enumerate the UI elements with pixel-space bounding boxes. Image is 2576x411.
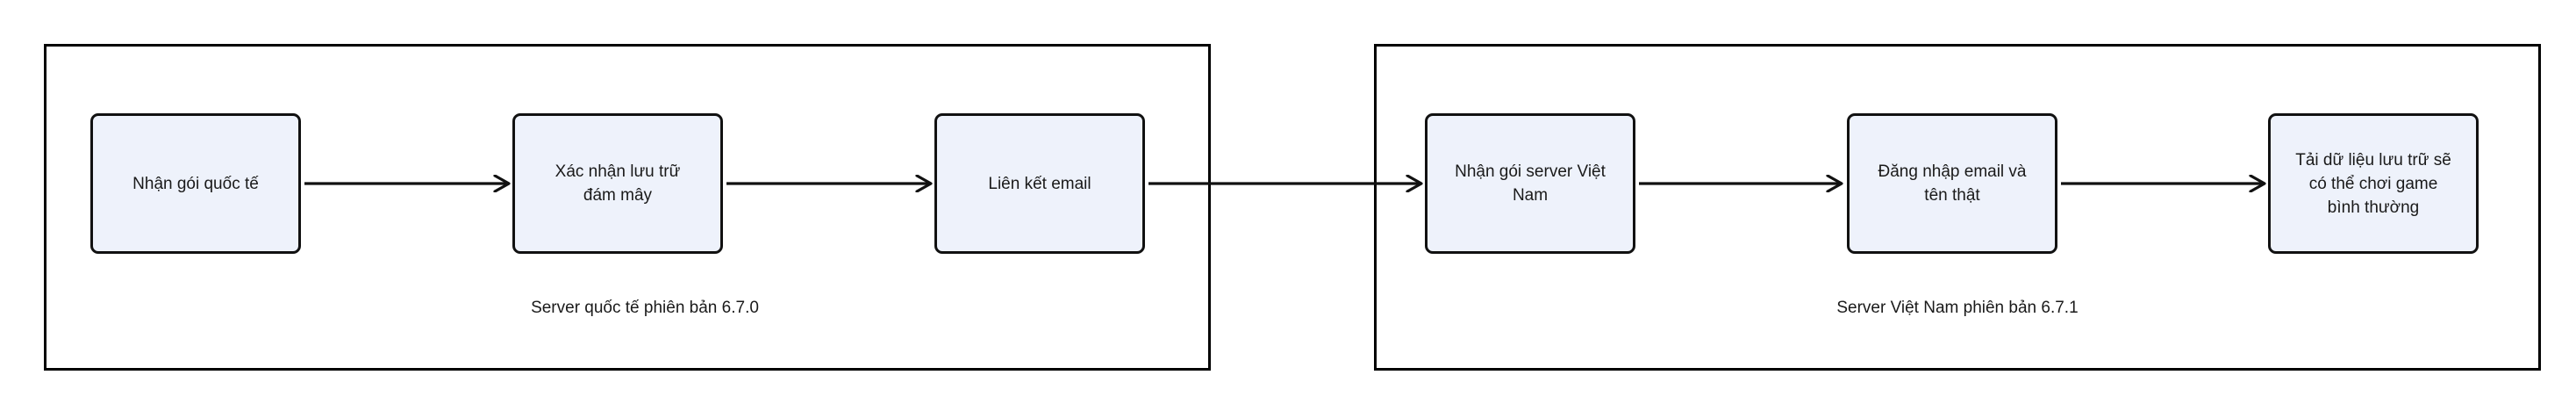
node-confirm-cloud-storage[interactable]: Xác nhận lưu trữ đám mây — [512, 113, 723, 254]
node-label: Tải dữ liệu lưu trữ sẽ có thể chơi game … — [2295, 150, 2451, 217]
node-label: Nhận gói quốc tế — [132, 174, 259, 193]
node-link-email[interactable]: Liên kết email — [934, 113, 1145, 254]
node-receive-international-package[interactable]: Nhận gói quốc tế — [90, 113, 301, 254]
group-label-vietnam: Server Việt Nam phiên bản 6.7.1 — [1836, 299, 2079, 317]
group-label-international: Server quốc tế phiên bản 6.7.0 — [531, 299, 759, 317]
node-label: Xác nhận lưu trữ đám mây — [555, 162, 681, 205]
node-label: Nhận gói server Việt Nam — [1455, 162, 1606, 205]
node-login-email-realname[interactable]: Đăng nhập email và tên thật — [1847, 113, 2057, 254]
node-load-saved-data[interactable]: Tải dữ liệu lưu trữ sẽ có thể chơi game … — [2268, 113, 2479, 254]
node-label: Đăng nhập email và tên thật — [1878, 162, 2027, 205]
node-label: Liên kết email — [988, 174, 1091, 193]
node-receive-vietnam-package[interactable]: Nhận gói server Việt Nam — [1425, 113, 1635, 254]
